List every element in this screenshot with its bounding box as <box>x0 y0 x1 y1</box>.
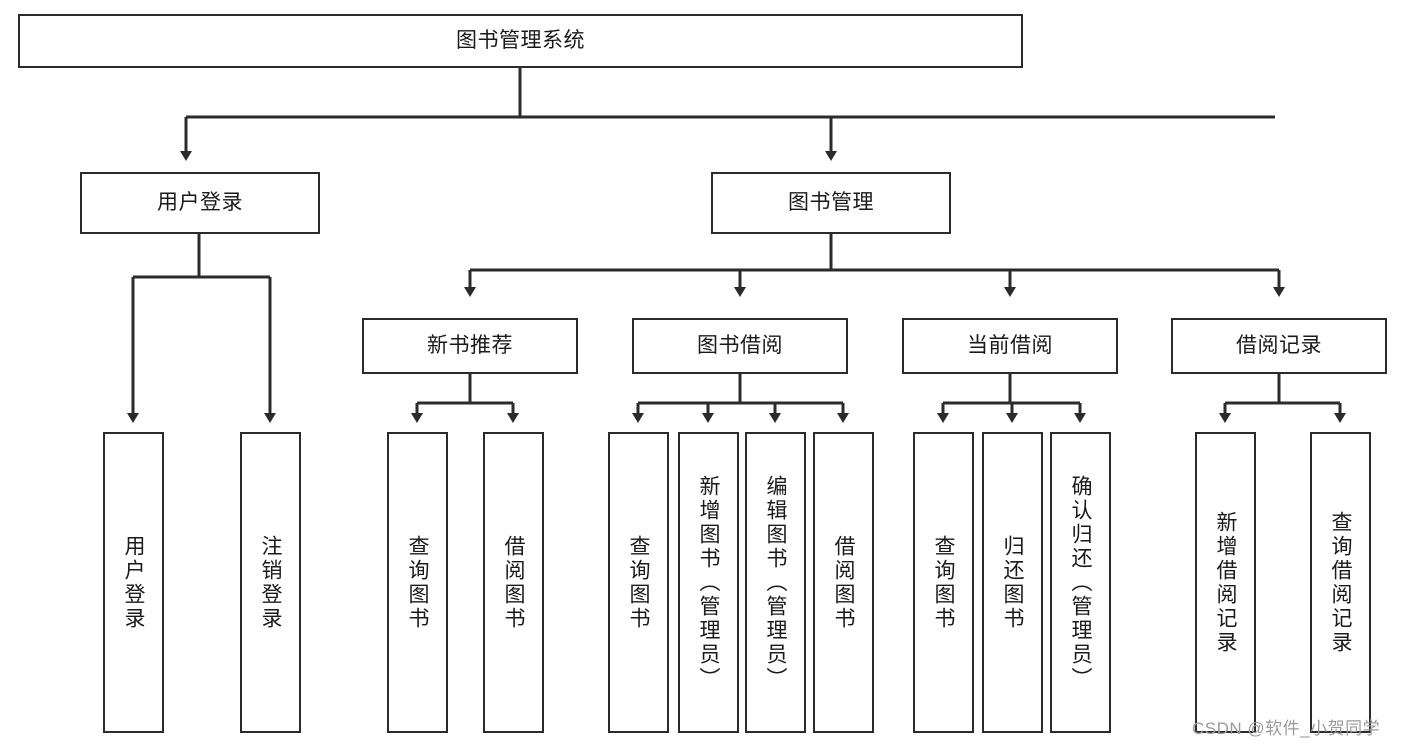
node-label: 查询图书 <box>932 534 955 631</box>
leaf-borrow-borrow-book[interactable]: 借阅图书 <box>813 432 874 733</box>
leaf-recommend-query-book[interactable]: 查询图书 <box>387 432 448 733</box>
leaf-recommend-borrow-book[interactable]: 借阅图书 <box>483 432 544 733</box>
node-new-book-recommend[interactable]: 新书推荐 <box>362 318 578 374</box>
node-root-system[interactable]: 图书管理系统 <box>18 14 1023 68</box>
leaf-current-confirm-return[interactable]: 确认归还（管理员） <box>1050 432 1111 733</box>
leaf-current-query-book[interactable]: 查询图书 <box>913 432 974 733</box>
node-label: 新书推荐 <box>427 334 513 358</box>
node-label: 查询图书 <box>406 534 429 631</box>
node-label: 图书借阅 <box>697 334 783 358</box>
node-label: 借阅图书 <box>502 534 525 631</box>
node-user-login[interactable]: 用户登录 <box>80 172 320 234</box>
node-label: 查询借阅记录 <box>1329 510 1352 655</box>
node-label: 当前借阅 <box>967 334 1053 358</box>
node-label: 借阅图书 <box>832 534 855 631</box>
csdn-watermark: CSDN @软件_小贺同学 <box>1192 719 1381 738</box>
node-label: 新增图书（管理员） <box>697 474 720 691</box>
node-label: 确认归还（管理员） <box>1069 474 1092 691</box>
leaf-user-login-login[interactable]: 用户登录 <box>103 432 164 733</box>
leaf-record-add-record[interactable]: 新增借阅记录 <box>1195 432 1256 733</box>
node-borrow-record[interactable]: 借阅记录 <box>1171 318 1387 374</box>
leaf-borrow-query-book[interactable]: 查询图书 <box>608 432 669 733</box>
node-label: 用户登录 <box>122 534 145 631</box>
leaf-current-return-book[interactable]: 归还图书 <box>982 432 1043 733</box>
leaf-borrow-add-book[interactable]: 新增图书（管理员） <box>678 432 739 733</box>
node-book-management[interactable]: 图书管理 <box>711 172 951 234</box>
node-label: 新增借阅记录 <box>1214 510 1237 655</box>
node-label: 图书管理 <box>788 191 874 215</box>
node-label: 借阅记录 <box>1236 334 1322 358</box>
node-book-borrow[interactable]: 图书借阅 <box>632 318 848 374</box>
leaf-record-query-record[interactable]: 查询借阅记录 <box>1310 432 1371 733</box>
node-label: 归还图书 <box>1001 534 1024 631</box>
node-label: 注销登录 <box>259 534 282 631</box>
node-label: 编辑图书（管理员） <box>764 474 787 691</box>
node-current-borrow[interactable]: 当前借阅 <box>902 318 1118 374</box>
node-label: 查询图书 <box>627 534 650 631</box>
node-label: 图书管理系统 <box>456 29 585 53</box>
leaf-borrow-edit-book[interactable]: 编辑图书（管理员） <box>745 432 806 733</box>
node-label: 用户登录 <box>157 191 243 215</box>
leaf-user-login-logout[interactable]: 注销登录 <box>240 432 301 733</box>
